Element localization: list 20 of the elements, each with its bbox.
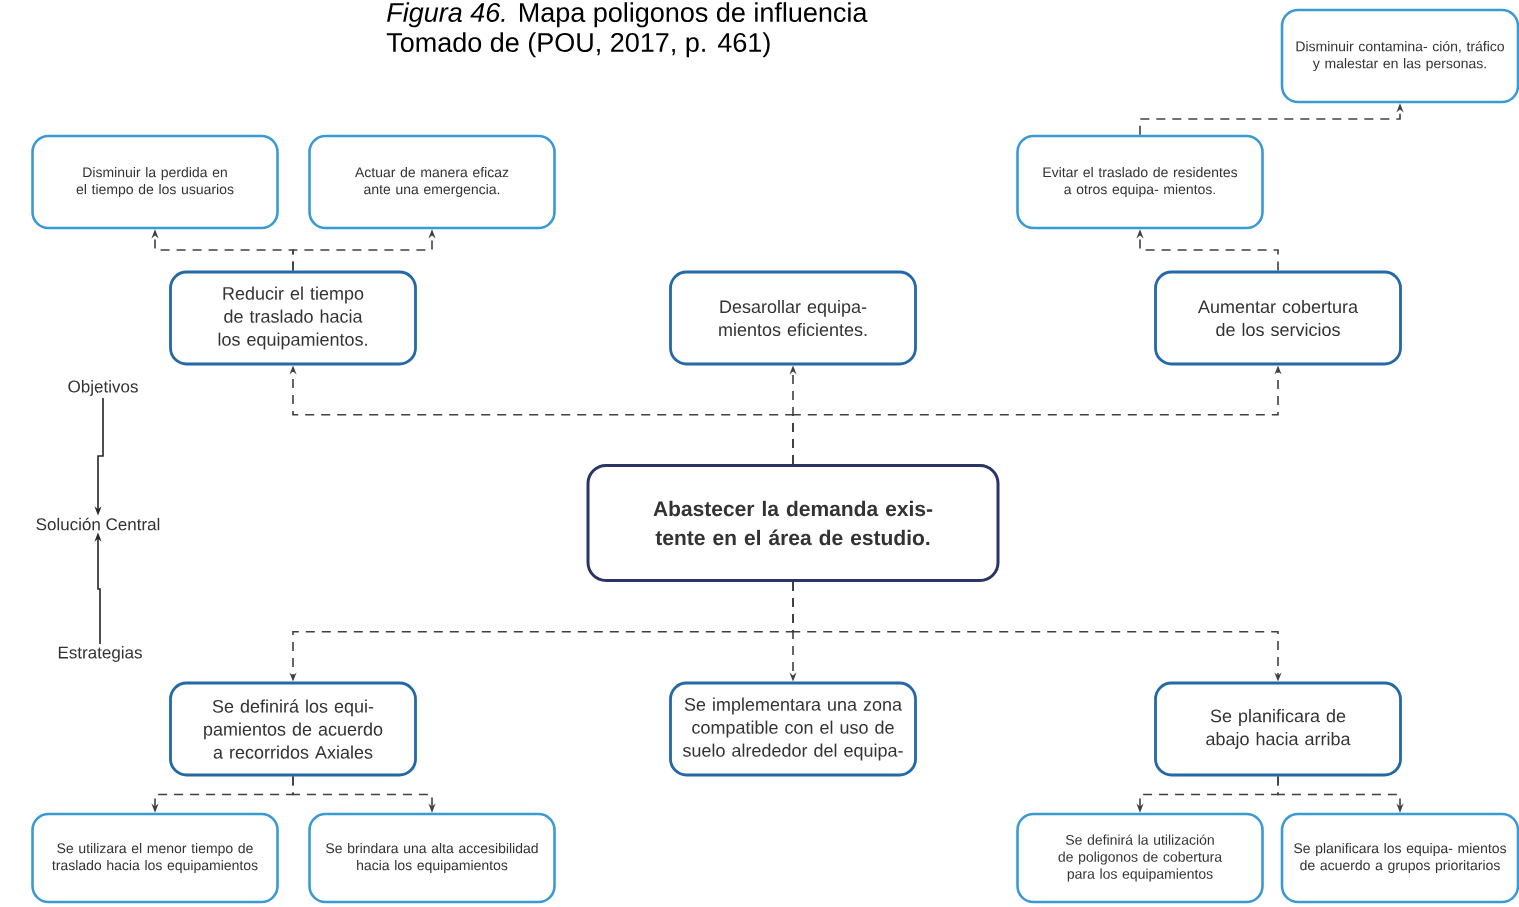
process-box: Disminuir la perdida en el tiempo de los usuarios [31, 134, 279, 230]
process-box: Actuar de manera eficaz ante una emergencia. [308, 134, 556, 230]
process-box: Desarollar equipa- mientos eficientes. [669, 270, 917, 366]
process-box: Se utilizara el menor tiempo de traslado hacia los equipamientos [31, 812, 279, 904]
axis-label: Solución Central [36, 517, 160, 531]
axis-label: Objetivos [68, 380, 138, 396]
figure-title: Figura 46. Mapa poligonos de influencia [387, 2, 868, 28]
figure-caption: Tomado de (POU, 2017, p. 461) [386, 32, 770, 58]
process-box: Aumentar cobertura de los servicios [1154, 270, 1402, 366]
process-box: Disminuir contamina- ción, tráfico y malestar en las personas. [1280, 8, 1519, 104]
process-box: Reducir el tiempo de traslado hacia los equipamientos. [169, 270, 417, 366]
process-box: Se brindara una alta accesibilidad hacia los equipamientos [308, 812, 556, 904]
process-box: Se definirá la utilización de poligonos de cobertura para los equipamientos [1016, 812, 1264, 904]
central-box: Abastecer la demanda exis- tente en el área de estudio. [586, 464, 1000, 582]
process-box: Evitar el traslado de residentes a otros equipa- mientos. [1016, 134, 1264, 230]
process-box: Se planificara de abajo hacia arriba [1154, 681, 1402, 777]
process-box: Se planificara los equipa- mientos de acuerdo a grupos prioritarios [1280, 812, 1519, 904]
process-box: Se definirá los equi- pamientos de acuerdo a recorridos Axiales [169, 681, 417, 777]
process-box: Se implementara una zona compatible con el uso de suelo alrededor del equipa- [669, 681, 917, 777]
axis-label: Estrategias [58, 646, 142, 662]
